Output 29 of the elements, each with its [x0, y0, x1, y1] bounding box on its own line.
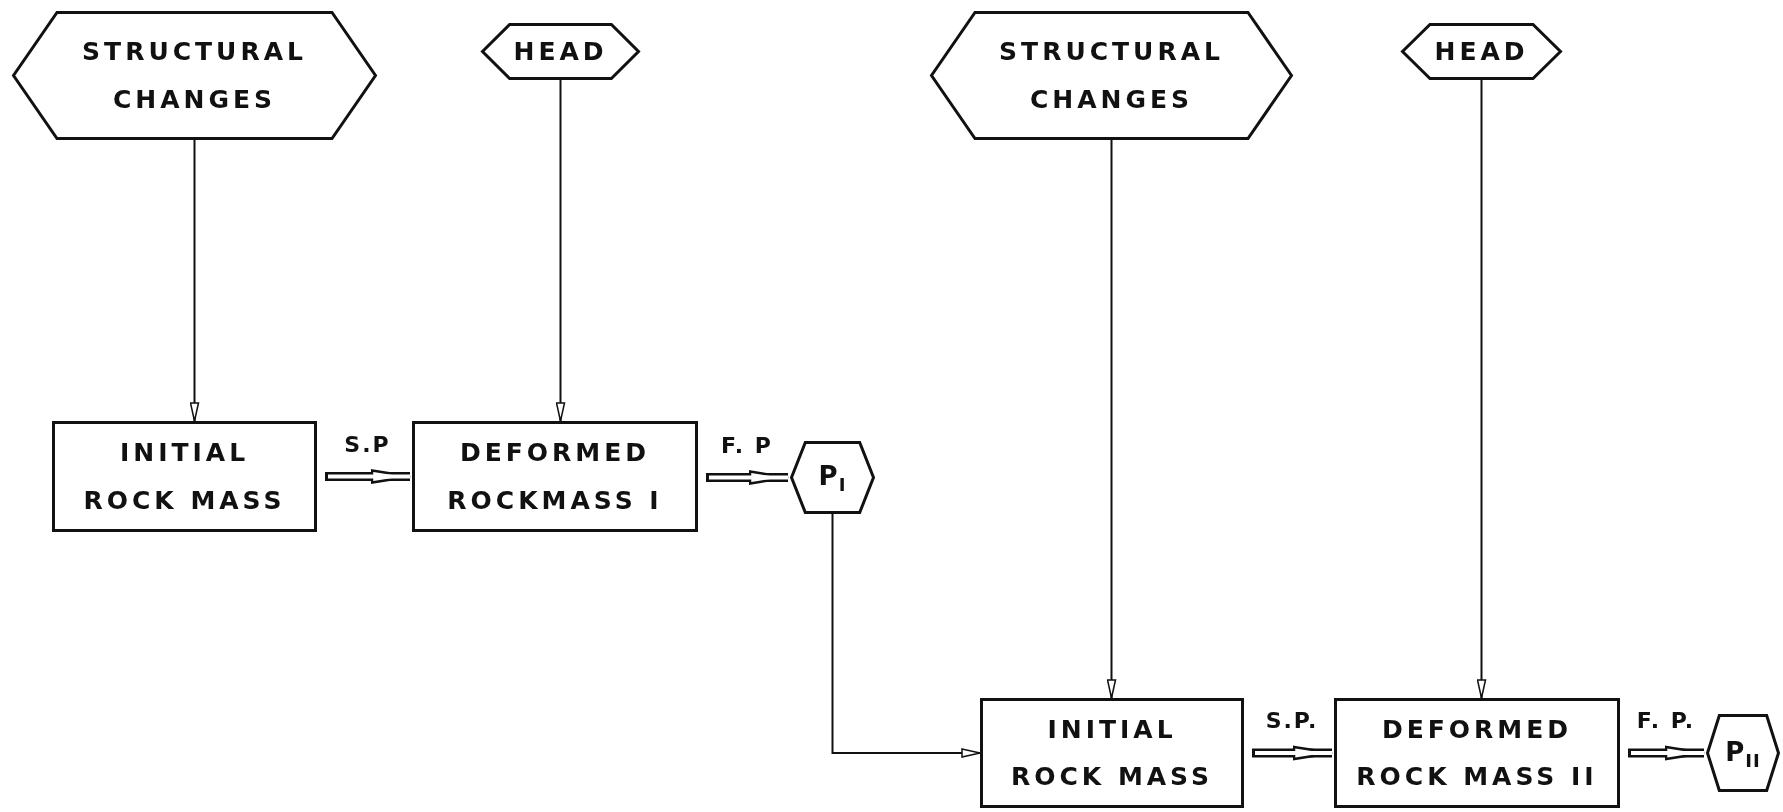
hexagon-box — [12, 11, 377, 140]
hexagon-box — [1401, 23, 1562, 80]
arrow — [1476, 79, 1487, 699]
node-label: HEAD — [1434, 35, 1529, 68]
node-label: P$_{I}$ — [818, 460, 847, 498]
arrow — [555, 79, 566, 422]
process-box — [980, 698, 1244, 808]
node-label: STRUCTURAL CHANGES — [81, 36, 308, 116]
process-box — [412, 421, 698, 532]
arrow — [1106, 139, 1117, 699]
node-label: DEFORMED ROCKMASS I — [446, 437, 664, 517]
process-box — [1334, 698, 1620, 808]
node-label: INITIAL ROCK MASS — [82, 437, 287, 517]
arrow — [1252, 745, 1334, 761]
arrow — [325, 469, 412, 484]
node-label: DEFORMED ROCK MASS II — [1355, 713, 1599, 793]
node-label: HEAD — [513, 35, 608, 68]
hexagon-box — [790, 441, 875, 514]
hexagon-box — [481, 23, 640, 80]
hexagon-box — [1706, 714, 1780, 792]
arrow — [831, 513, 981, 758]
arrow — [189, 139, 200, 422]
arrow — [706, 470, 790, 485]
node-label: STRUCTURAL CHANGES — [998, 36, 1225, 116]
node-label: INITIAL ROCK MASS — [1009, 713, 1214, 793]
hexagon-box — [930, 11, 1293, 140]
arrow — [1628, 745, 1706, 761]
process-box — [52, 421, 317, 532]
node-label: P$_{II}$ — [1725, 735, 1761, 773]
